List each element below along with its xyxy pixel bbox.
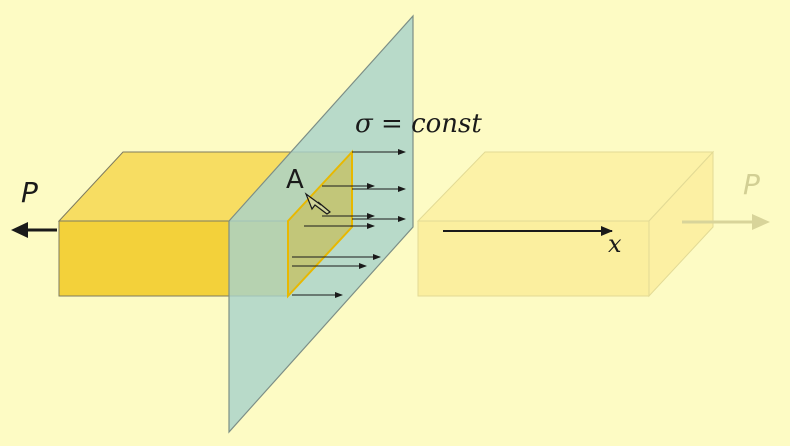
area-pointer-arrow: [304, 192, 332, 215]
stress-label: σ = const: [355, 109, 482, 139]
area-label: A: [286, 165, 304, 195]
x-axis-label: x: [608, 230, 622, 258]
ghost-force-arrow: [682, 214, 770, 230]
force-arrow-left: [11, 222, 57, 238]
force-label-left: P: [21, 176, 38, 209]
cross-section-area: [287, 149, 353, 299]
stress-arrows: [292, 149, 406, 298]
ghost-bar: [416, 150, 715, 298]
ghost-force-label: P: [743, 168, 760, 201]
